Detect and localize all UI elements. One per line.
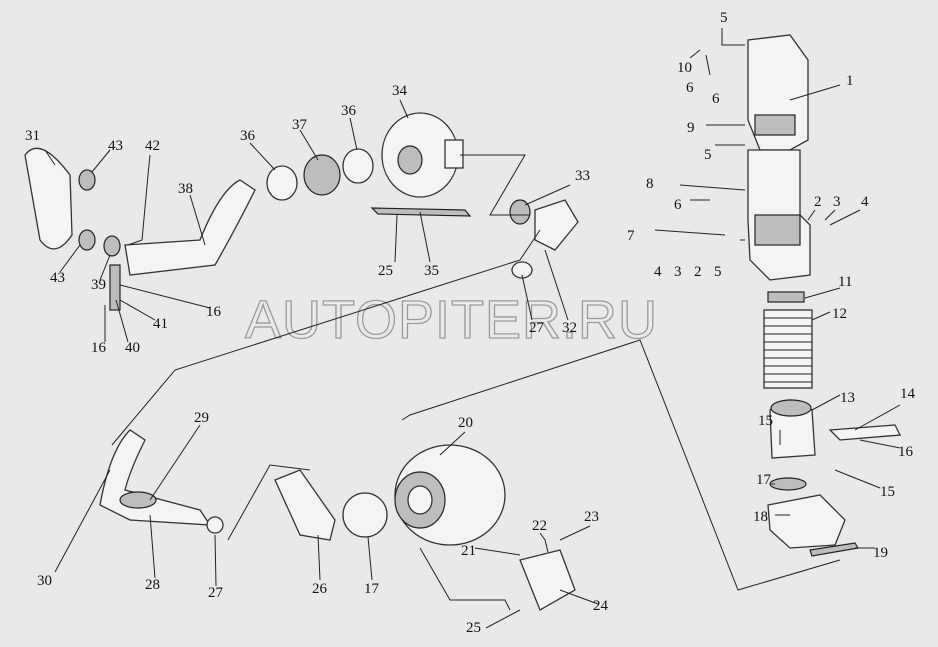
- callout-30: 30: [37, 573, 52, 589]
- callout-35: 35: [424, 263, 439, 279]
- elbow-32: [534, 199, 579, 251]
- clamp-37: [303, 154, 341, 196]
- hose-30: [99, 429, 212, 526]
- callout-31: 31: [25, 128, 40, 144]
- callout-17: 17: [364, 581, 380, 597]
- leader-lines: [44, 28, 901, 629]
- callout-13: 13: [840, 390, 855, 406]
- callout-6: 6: [712, 91, 720, 107]
- callout-10: 10: [677, 60, 692, 76]
- clamp-29: [119, 491, 157, 509]
- bracket-35: [370, 207, 472, 217]
- callout-4: 4: [654, 264, 662, 280]
- callout-16: 16: [91, 340, 107, 356]
- callout-15: 15: [758, 413, 773, 429]
- clamp-36-left: [266, 165, 298, 201]
- callout-27: 27: [208, 585, 224, 601]
- callout-15: 15: [880, 484, 895, 500]
- callout-43: 43: [108, 138, 123, 154]
- callout-5: 5: [720, 10, 728, 26]
- callout-16: 16: [898, 444, 914, 460]
- clamp-17: [769, 477, 807, 491]
- clamp-17-bottom: [342, 492, 388, 538]
- callout-2: 2: [694, 264, 702, 280]
- callout-25: 25: [378, 263, 393, 279]
- callout-6: 6: [674, 197, 682, 213]
- callout-7: 7: [627, 228, 635, 244]
- callout-42: 42: [145, 138, 160, 154]
- callout-8: 8: [646, 176, 654, 192]
- callout-3: 3: [833, 194, 841, 210]
- clamp-33: [509, 199, 531, 225]
- connector-13: [769, 399, 816, 459]
- watermark: AUTOPITER.RU: [245, 290, 658, 350]
- clamp-36-right: [342, 148, 374, 184]
- callout-21: 21: [461, 543, 476, 559]
- callout-36: 36: [240, 128, 256, 144]
- callout-38: 38: [178, 181, 193, 197]
- callout-23: 23: [584, 509, 599, 525]
- callout-18: 18: [753, 509, 768, 525]
- callout-9: 9: [687, 120, 695, 136]
- callout-32: 32: [562, 320, 577, 336]
- callout-40: 40: [125, 340, 140, 356]
- callout-5: 5: [714, 264, 722, 280]
- bracket-40: [109, 264, 121, 311]
- callout-20: 20: [458, 415, 473, 431]
- callout-14: 14: [900, 386, 916, 402]
- callout-34: 34: [392, 83, 408, 99]
- callout-24: 24: [593, 598, 609, 614]
- callout-41: 41: [153, 316, 168, 332]
- air-duct-1: [747, 34, 811, 281]
- hose-31: [24, 147, 73, 250]
- clamp-43-bottom: [78, 229, 96, 251]
- callout-27: 27: [529, 320, 545, 336]
- callout-33: 33: [575, 168, 590, 184]
- bracket-24: [519, 549, 576, 611]
- elbow-18: [767, 494, 846, 549]
- callout-5: 5: [704, 147, 712, 163]
- callout-28: 28: [145, 577, 160, 593]
- callout-3: 3: [674, 264, 682, 280]
- clamp-43-top: [78, 169, 96, 191]
- callout-2: 2: [814, 194, 822, 210]
- callout-19: 19: [873, 545, 888, 561]
- clamp-27-bottom: [206, 516, 224, 534]
- clamp-27-top: [511, 261, 533, 279]
- ring-39: [103, 235, 121, 257]
- callout-17: 17: [756, 472, 772, 488]
- callout-29: 29: [194, 410, 209, 426]
- turbocharger-20: [394, 444, 506, 546]
- callout-43: 43: [50, 270, 65, 286]
- bellows-12: [763, 309, 813, 389]
- callout-1: 1: [846, 73, 854, 89]
- pipe-38: [124, 179, 256, 276]
- callout-39: 39: [91, 277, 106, 293]
- bracket-14: [828, 424, 902, 441]
- callout-6: 6: [686, 80, 694, 96]
- callout-36: 36: [341, 103, 357, 119]
- callout-4: 4: [861, 194, 869, 210]
- air-filter-34: [381, 112, 464, 198]
- callout-26: 26: [312, 581, 328, 597]
- callout-37: 37: [292, 117, 308, 133]
- callout-12: 12: [832, 306, 847, 322]
- callout-25: 25: [466, 620, 481, 636]
- elbow-26: [274, 469, 336, 541]
- callout-22: 22: [532, 518, 547, 534]
- callout-11: 11: [838, 274, 852, 290]
- callout-labels: 5 10 6 1 6 9 5 8 6 2 3 4 7 4 3 2 5 11 12…: [25, 10, 916, 636]
- callout-16: 16: [206, 304, 222, 320]
- gasket-11: [767, 291, 805, 303]
